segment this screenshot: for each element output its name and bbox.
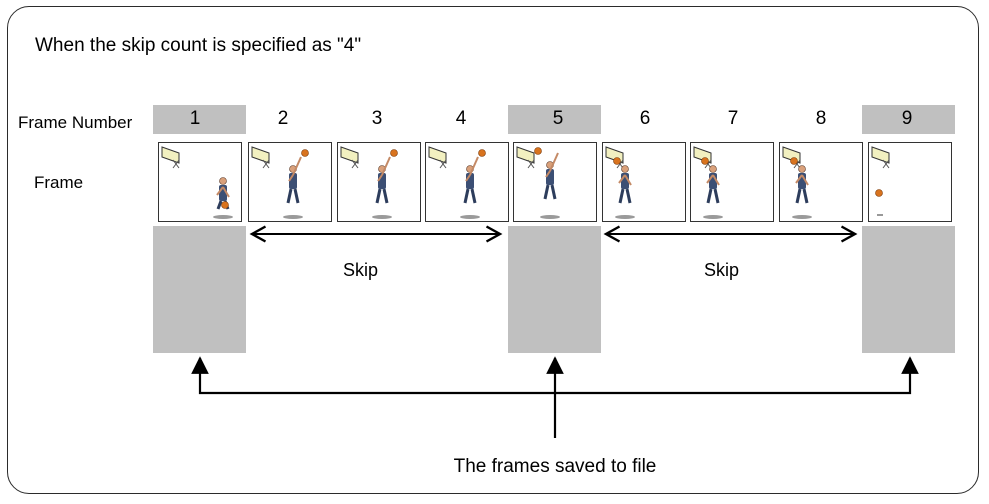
player-figure: [703, 165, 723, 219]
frame-number-4: 4: [455, 108, 467, 129]
frame-thumbnail-6: [602, 142, 686, 222]
basketball-icon: [701, 157, 709, 165]
basketball-icon: [613, 157, 621, 165]
basketball-hoop-icon: [871, 146, 890, 169]
saved-frames-caption: The frames saved to file: [453, 456, 657, 477]
skip-label-1: Skip: [343, 260, 379, 280]
frame-thumbnail-9: [868, 142, 952, 222]
basketball-player-icon: [693, 146, 723, 219]
basketball-hoop-icon: [161, 146, 180, 169]
saved-frame-9-column: [862, 226, 955, 353]
basketball-player-icon: [251, 146, 309, 219]
basketball-hoop-icon: [251, 146, 270, 169]
frame-number-2: 2: [277, 108, 289, 129]
saved-frame-1-number-bg: [153, 105, 246, 134]
basketball-hoop-icon: [516, 146, 535, 169]
basketball-icon: [221, 201, 229, 209]
frame-number-1: 1: [189, 108, 201, 129]
basketball-player-icon: [161, 146, 233, 219]
player-figure: [540, 152, 560, 219]
frame-thumbnail-7: [690, 142, 774, 222]
player-figure: [460, 156, 480, 219]
player-figure: [792, 165, 812, 219]
frame-label: Frame: [34, 173, 84, 192]
basketball-icon: [790, 157, 798, 165]
frame-thumbnail-5: [513, 142, 597, 222]
basketball-icon: [534, 147, 542, 155]
frame-thumbnail-1: [158, 142, 242, 222]
basketball-player-icon: [782, 146, 812, 219]
player-figure: [372, 156, 392, 219]
basketball-player-icon: [871, 146, 890, 216]
saved-frame-9-number-bg: [862, 105, 955, 134]
frame-number-8: 8: [815, 108, 827, 129]
basketball-player-icon: [605, 146, 635, 219]
frame-number-5: 5: [552, 108, 564, 129]
frame-number-6: 6: [639, 108, 651, 129]
frame-thumbnail-4: [425, 142, 509, 222]
frame-number-3: 3: [371, 108, 383, 129]
basketball-icon: [301, 149, 309, 157]
frame-number-9: 9: [901, 108, 913, 129]
basketball-hoop-icon: [340, 146, 359, 169]
saved-frame-5-number-bg: [508, 105, 601, 134]
player-figure: [283, 156, 303, 219]
saved-frame-1-column: [153, 226, 246, 353]
basketball-hoop-icon: [428, 146, 447, 169]
skip-label-2: Skip: [704, 260, 740, 280]
basketball-player-icon: [340, 146, 398, 219]
basketball-player-icon: [428, 146, 486, 219]
frame-thumbnail-2: [248, 142, 332, 222]
diagram-title: When the skip count is specified as "4": [35, 35, 362, 56]
saved-frame-5-column: [508, 226, 601, 353]
basketball-icon: [390, 149, 398, 157]
frame-number-7: 7: [727, 108, 739, 129]
basketball-icon: [478, 149, 486, 157]
basketball-icon: [875, 189, 883, 197]
player-figure: [615, 165, 635, 219]
frame-thumbnail-3: [337, 142, 421, 222]
frame-thumbnail-8: [779, 142, 863, 222]
frame-number-label: Frame Number: [18, 113, 133, 132]
diagram-panel: [7, 6, 979, 494]
basketball-player-icon: [516, 146, 560, 219]
